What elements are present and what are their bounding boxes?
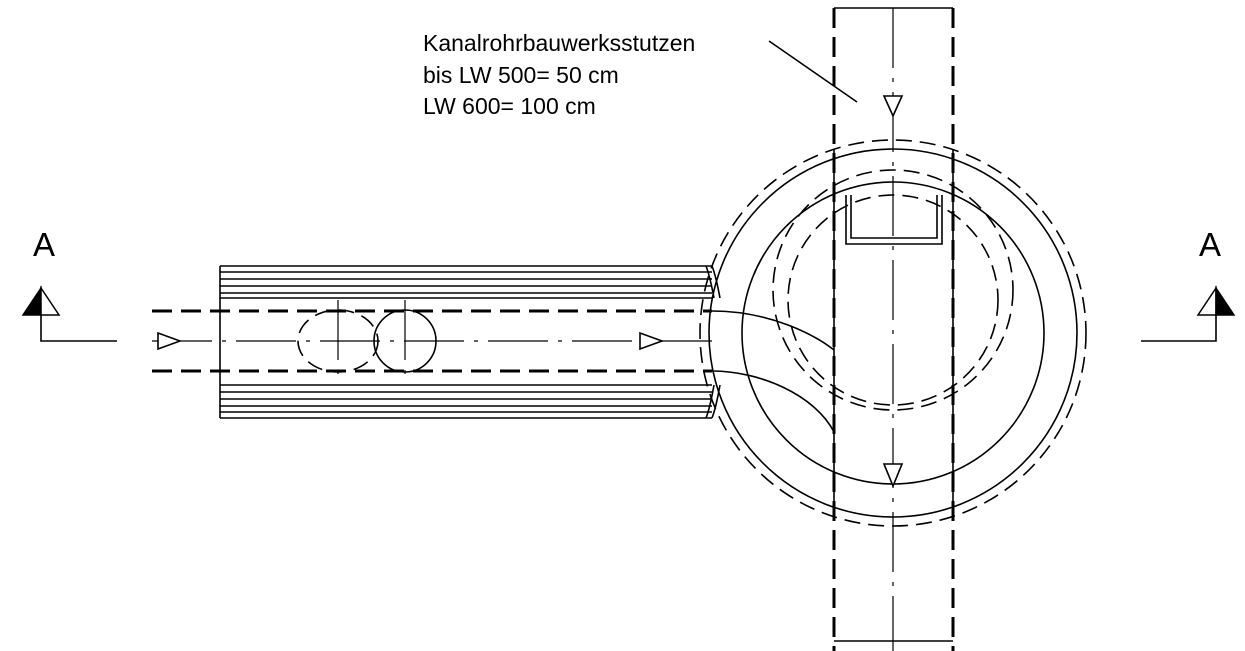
annotation-leader: [768, 40, 858, 103]
inflow-curves: [711, 310, 835, 433]
annotation: Kanalrohrbauwerksstutzen bis LW 500= 50 …: [423, 30, 858, 119]
section-marker-left: A: [21, 226, 117, 342]
shaft-outer-rings: [699, 139, 1087, 527]
flow-arrow-pipe-right: [639, 331, 665, 351]
shaft-inner-dashed-rings: [772, 169, 1014, 411]
flow-arrow-pipe-left: [157, 331, 183, 351]
inflow-pipe: [152, 265, 721, 419]
flow-arrows: [157, 95, 904, 489]
flow-arrow-channel-top: [882, 95, 904, 118]
annotation-line-1: Kanalrohrbauwerksstutzen: [423, 30, 695, 56]
section-marker-right: A: [1141, 226, 1236, 342]
shaft-channel-walls: [833, 150, 954, 521]
step-iron: [845, 195, 943, 245]
flow-arrow-channel-bottom: [882, 463, 904, 489]
section-label-left: A: [33, 226, 55, 263]
annotation-line-3: LW 600= 100 cm: [423, 93, 596, 119]
section-label-right: A: [1199, 226, 1221, 263]
pipe-fittings: [297, 300, 437, 382]
annotation-line-2: bis LW 500= 50 cm: [423, 62, 619, 88]
